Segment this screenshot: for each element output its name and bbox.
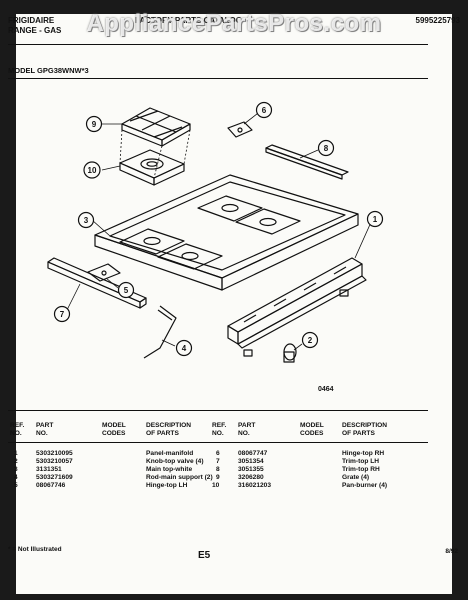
svg-text:3: 3 (84, 216, 89, 225)
col-ref-header: REF.NO. (10, 422, 25, 437)
svg-text:7: 7 (60, 310, 65, 319)
main-top-part (94, 174, 359, 291)
col-ref-header: REF.NO. (212, 422, 227, 437)
hinge-top-lh-part (87, 263, 121, 282)
svg-text:1: 1 (373, 215, 378, 224)
callout-3: 3 (77, 211, 95, 229)
brand-header: FRIGIDAIRE RANGE - GAS (8, 16, 61, 36)
svg-text:5: 5 (124, 286, 129, 295)
trim-top-rh-part (265, 144, 349, 180)
manifold-panel-part (227, 257, 367, 357)
callout-10: 10 (83, 161, 101, 179)
not-illustrated-note: * = Not Illustrated (8, 546, 62, 553)
catalog-title: FACTORY PARTS CATALOG (135, 16, 242, 25)
callout-9: 9 (85, 115, 103, 133)
product-type: RANGE - GAS (8, 26, 62, 35)
model-number: MODEL GPG38WNW*3 (8, 66, 89, 75)
catalog-number: 5995225793 (415, 16, 461, 25)
model-rule (8, 78, 428, 79)
svg-text:10: 10 (88, 166, 97, 175)
callout-4: 4 (175, 339, 193, 357)
support-rod-part (143, 305, 177, 359)
callout-6: 6 (255, 101, 273, 119)
figure-code: 0464 (318, 386, 334, 393)
watermark: AppliancePartsPros.com (86, 10, 382, 37)
parts-catalog-page (16, 14, 452, 594)
trim-top-lh-part (47, 257, 147, 309)
svg-text:6: 6 (262, 106, 267, 115)
table-header-rule (8, 442, 428, 443)
svg-text:8: 8 (324, 144, 329, 153)
burner-pan-part (119, 149, 185, 186)
callout-1: 1 (366, 210, 384, 228)
callout-2: 2 (301, 331, 319, 349)
page-number: E5 (198, 550, 211, 561)
svg-text:2: 2 (308, 336, 313, 345)
svg-text:4: 4 (182, 344, 187, 353)
hinge-top-rh-part (227, 121, 253, 138)
grate-part (121, 107, 191, 147)
callout-7: 7 (53, 305, 71, 323)
brand-name: FRIGIDAIRE (8, 16, 55, 25)
header-rule (8, 44, 428, 45)
knob-part (283, 343, 297, 363)
svg-text:9: 9 (92, 120, 97, 129)
revision-date: 8/92 (445, 548, 458, 555)
callout-8: 8 (317, 139, 335, 157)
callout-5: 5 (117, 281, 135, 299)
table-top-rule (8, 410, 428, 411)
